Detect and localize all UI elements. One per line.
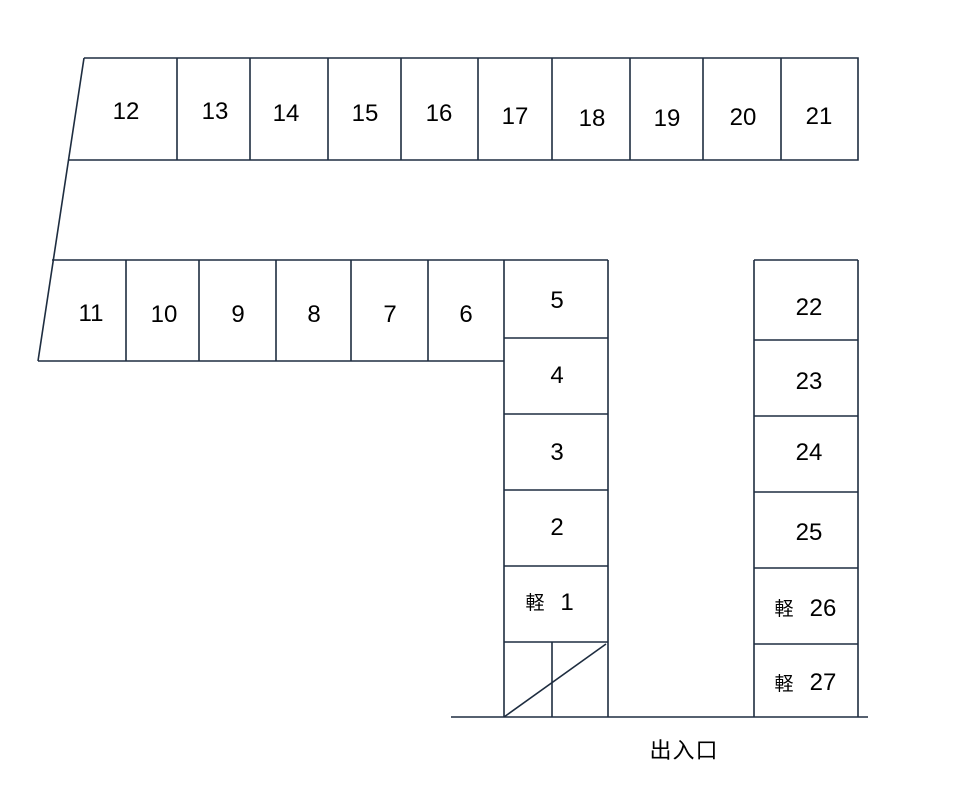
space-label-15: 15 <box>352 100 379 127</box>
top-row-outline <box>69 57 859 161</box>
space-label-22: 22 <box>796 294 823 321</box>
kei-mark-1: 軽 <box>525 592 544 614</box>
space-label-27: 27 <box>810 669 837 696</box>
space-label-6: 6 <box>459 301 472 328</box>
space-label-16: 16 <box>426 100 453 127</box>
center-column-labels: 5 4 3 2 軽 1 <box>525 287 573 616</box>
entrance-label: 出入口 <box>649 739 718 764</box>
space-label-7: 7 <box>383 301 396 328</box>
space-label-23: 23 <box>796 368 823 395</box>
space-label-18: 18 <box>579 105 606 132</box>
space-label-8: 8 <box>307 301 320 328</box>
space-label-12: 12 <box>113 98 140 125</box>
kei-mark-26: 軽 <box>774 598 793 620</box>
space-label-9: 9 <box>231 301 244 328</box>
space-label-4: 4 <box>550 362 563 389</box>
space-label-17: 17 <box>502 103 529 130</box>
space-label-25: 25 <box>796 519 823 546</box>
space-label-14: 14 <box>273 100 300 127</box>
space-label-11: 11 <box>79 300 104 327</box>
right-column-labels: 22 23 24 25 軽 26 軽 27 <box>774 294 836 696</box>
space-label-1: 1 <box>560 589 573 616</box>
slanted-left-edge <box>37 57 85 362</box>
top-row-labels: 12 13 14 15 16 17 18 19 20 21 <box>113 98 833 132</box>
space-label-13: 13 <box>202 98 229 125</box>
lot-lines <box>37 57 868 718</box>
middle-row-labels: 11 10 9 8 7 6 <box>79 300 473 328</box>
kei-mark-27: 軽 <box>774 673 793 695</box>
space-label-3: 3 <box>550 439 563 466</box>
space-label-24: 24 <box>796 439 823 466</box>
blocked-space-diagonal <box>503 643 607 718</box>
space-label-19: 19 <box>654 105 681 132</box>
space-label-21: 21 <box>806 103 833 130</box>
space-label-5: 5 <box>550 287 563 314</box>
space-label-20: 20 <box>730 104 757 131</box>
space-label-10: 10 <box>151 301 178 328</box>
space-label-26: 26 <box>810 595 837 622</box>
space-label-2: 2 <box>550 514 563 541</box>
